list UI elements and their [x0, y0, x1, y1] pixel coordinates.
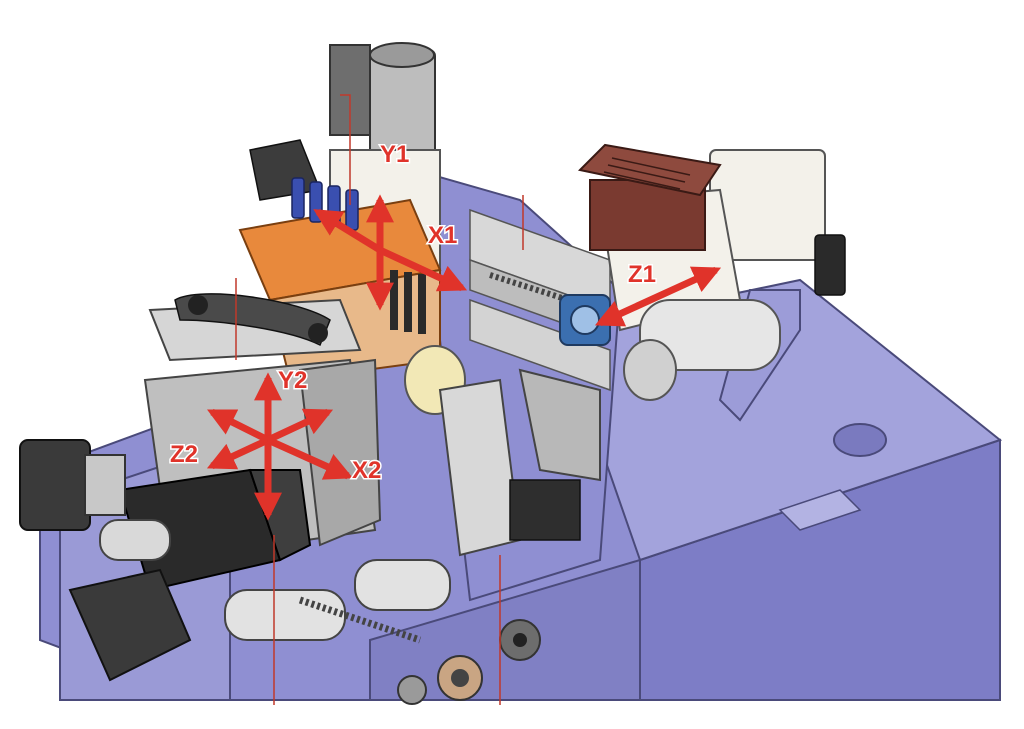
- axis-label-z2: Z2: [170, 441, 198, 468]
- z1-double-arrow-icon: [594, 266, 722, 327]
- axis-label-z1: Z1: [628, 261, 656, 288]
- bottom-discs: [397, 619, 541, 705]
- axis-label-x2: X2: [352, 457, 381, 484]
- y2-z2-x2-cross-arrow-icon: [206, 372, 354, 521]
- y1-x1-cross-arrow-icon: [313, 194, 468, 311]
- axis-label-y2: Y2: [278, 367, 307, 394]
- axis-label-y1: Y1: [380, 141, 409, 168]
- leader-lines: [235, 94, 524, 705]
- axis-label-x1: X1: [428, 222, 457, 249]
